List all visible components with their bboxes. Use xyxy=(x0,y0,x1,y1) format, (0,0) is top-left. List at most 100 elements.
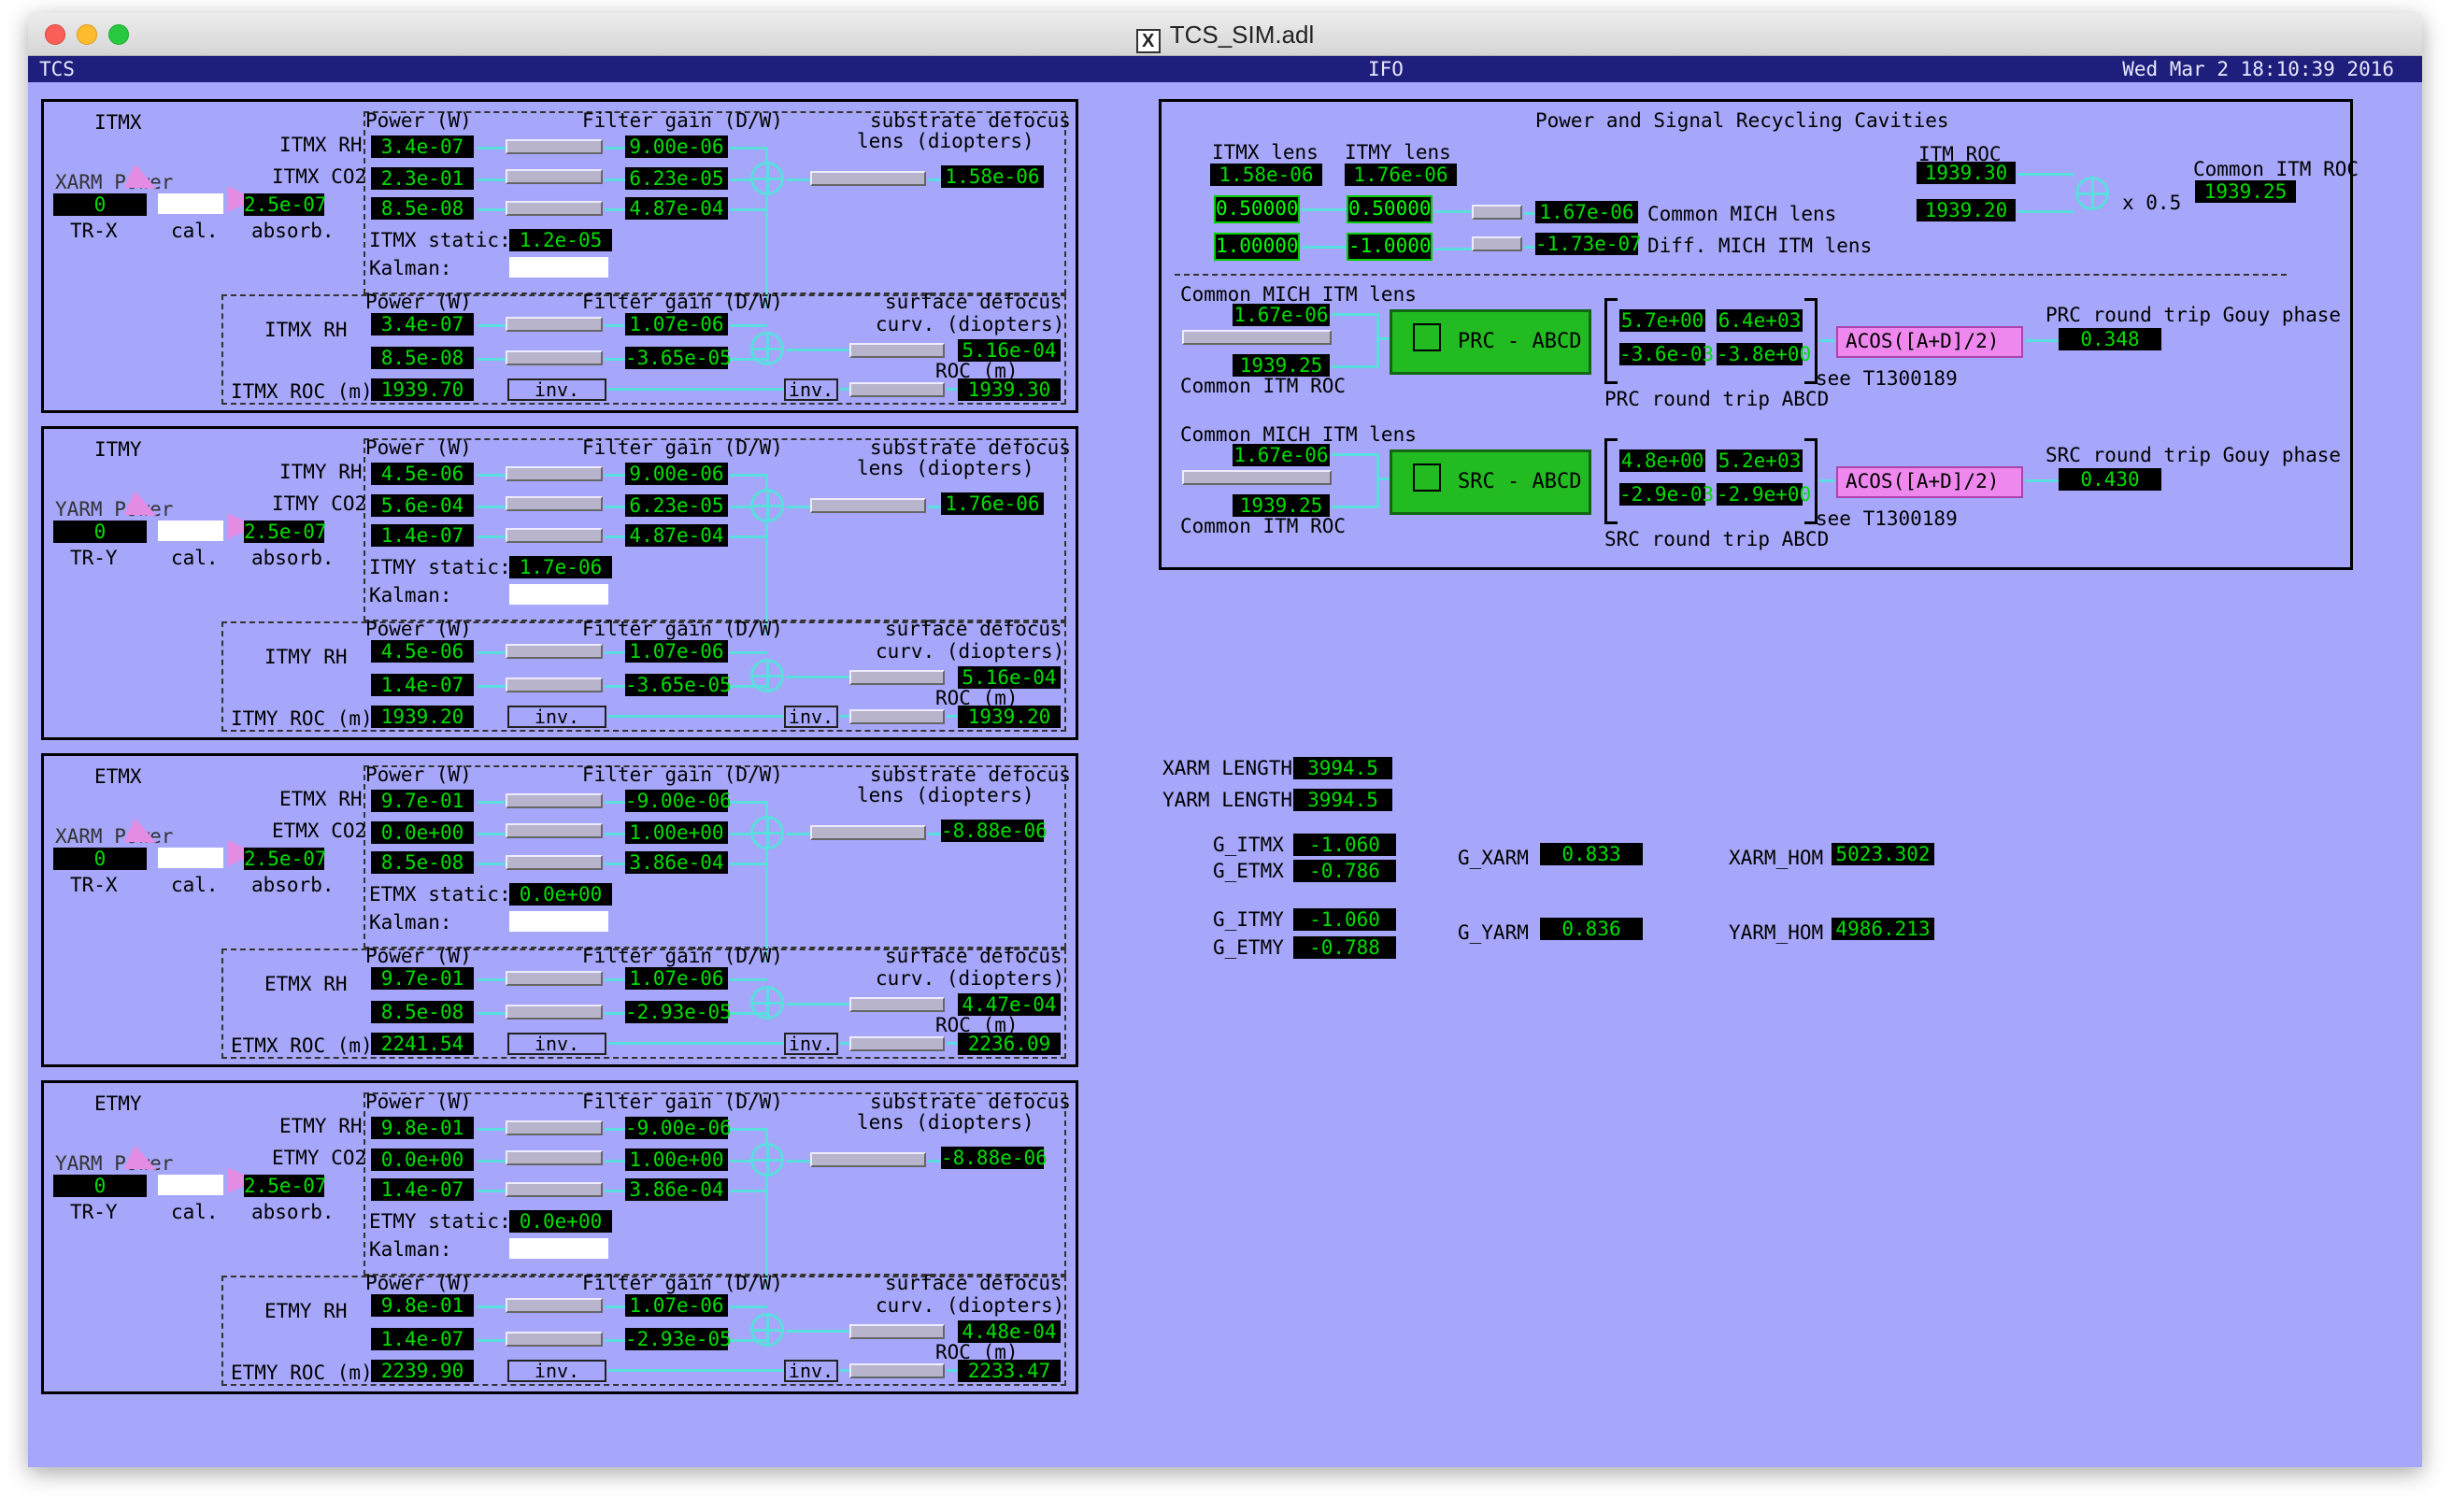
lens-header: lens (diopters) xyxy=(857,457,1034,479)
kalman-input[interactable] xyxy=(509,911,608,932)
itmx-diff-input[interactable]: 1.00000 xyxy=(1214,233,1300,261)
signal-wire xyxy=(1376,478,1390,480)
roc-filter-button[interactable] xyxy=(849,382,945,397)
surface-abs-gain-readout: -3.65e-05 xyxy=(625,347,732,369)
invert-button[interactable]: inv. xyxy=(507,1360,606,1382)
invert-button[interactable]: inv. xyxy=(507,1033,606,1055)
surface-rh-filter-button[interactable] xyxy=(506,971,603,986)
surface-abs-filter-button[interactable] xyxy=(506,350,603,365)
cal-input[interactable] xyxy=(158,1175,223,1195)
prc-abcd-button[interactable]: PRC - ABCD xyxy=(1390,309,1591,375)
itmy-weight-input[interactable]: 0.50000 xyxy=(1347,195,1433,223)
surface-abs-power-readout: 8.5e-08 xyxy=(371,1001,474,1023)
surface-abs-filter-button[interactable] xyxy=(506,1332,603,1347)
signal-wire xyxy=(478,651,506,654)
xarm-length-readout: 3994.5 xyxy=(1293,757,1392,779)
roc-filter-button[interactable] xyxy=(849,1036,945,1051)
rh-filter-button[interactable] xyxy=(506,793,603,808)
invert-output-button[interactable]: inv. xyxy=(784,378,838,401)
signal-wire xyxy=(605,685,625,688)
invert-button[interactable]: inv. xyxy=(507,378,606,401)
curv-filter-button[interactable] xyxy=(849,343,945,358)
kalman-input[interactable] xyxy=(509,257,608,278)
summing-junction-icon xyxy=(750,162,784,195)
surface-rh-filter-button[interactable] xyxy=(506,317,603,332)
roc-filter-button[interactable] xyxy=(849,709,945,724)
itm-roc-x-readout: 1939.30 xyxy=(1917,162,2016,184)
prc-lens-filter-button[interactable] xyxy=(1182,330,1332,345)
surface-rh-filter-button[interactable] xyxy=(506,644,603,659)
co2-label: ETMX CO2 xyxy=(272,820,367,842)
abs-filter-button[interactable] xyxy=(506,201,603,216)
close-button[interactable] xyxy=(45,24,65,45)
surface-subpanel xyxy=(221,621,1066,732)
co2-filter-button[interactable] xyxy=(506,1150,603,1165)
signal-wire xyxy=(1332,506,1378,508)
itmy-diff-input[interactable]: -1.0000 xyxy=(1347,233,1433,261)
abs-filter-button[interactable] xyxy=(506,528,603,543)
rh-filter-button[interactable] xyxy=(506,1120,603,1135)
curv-filter-button[interactable] xyxy=(849,997,945,1012)
roc-readout: 2233.47 xyxy=(958,1360,1061,1382)
signal-wire xyxy=(1302,208,1347,211)
cal-label: cal. xyxy=(171,874,219,896)
kalman-input[interactable] xyxy=(509,1238,608,1259)
static-lens-readout: 1.7e-06 xyxy=(509,556,612,578)
curv-filter-button[interactable] xyxy=(849,1324,945,1339)
rh-filter-button[interactable] xyxy=(506,139,603,154)
zoom-button[interactable] xyxy=(108,24,129,45)
summing-junction-icon xyxy=(750,332,784,365)
signal-wire xyxy=(605,1128,625,1131)
matrix-bracket-left xyxy=(1604,438,1618,524)
cal-input[interactable] xyxy=(158,521,223,541)
co2-filter-button[interactable] xyxy=(506,496,603,511)
co2-filter-button[interactable] xyxy=(506,823,603,838)
curv-readout: 4.47e-04 xyxy=(958,993,1061,1016)
src-lens-filter-button[interactable] xyxy=(1182,470,1332,485)
cal-input[interactable] xyxy=(158,848,223,868)
co2-filter-button[interactable] xyxy=(506,169,603,184)
roc-filter-button[interactable] xyxy=(849,1363,945,1378)
surface-subpanel xyxy=(221,949,1066,1059)
invert-output-button[interactable]: inv. xyxy=(784,1033,838,1055)
itmx-lens-label: ITMX lens xyxy=(1212,141,1319,164)
surface-abs-filter-button[interactable] xyxy=(506,678,603,692)
abs-filter-button[interactable] xyxy=(506,1182,603,1197)
prc-acos-button[interactable]: ACOS([A+D]/2) xyxy=(1836,326,2023,358)
mich-sum-button[interactable] xyxy=(1472,205,1522,220)
curv-header: curv. (diopters) xyxy=(876,313,1065,335)
signal-wire xyxy=(840,715,849,718)
co2-gain-readout: 6.23e-05 xyxy=(625,494,728,517)
signal-wire xyxy=(786,349,849,351)
minimize-button[interactable] xyxy=(77,24,97,45)
arm-power-readout: 0 xyxy=(53,193,147,216)
surface-abs-filter-button[interactable] xyxy=(506,1005,603,1020)
surface-rh-filter-button[interactable] xyxy=(506,1298,603,1313)
prc-matrix-b: 6.4e+03 xyxy=(1717,309,1803,332)
cal-input[interactable] xyxy=(158,193,223,214)
surface-abs-power-readout: 8.5e-08 xyxy=(371,347,474,369)
signal-wire xyxy=(730,535,767,538)
signal-wire xyxy=(730,208,767,211)
rh-filter-button[interactable] xyxy=(506,466,603,481)
curv-filter-button[interactable] xyxy=(849,670,945,685)
acos-label: ACOS([A+D]/2) xyxy=(1846,470,2000,492)
invert-output-button[interactable]: inv. xyxy=(784,1360,838,1382)
lens-filter-button[interactable] xyxy=(810,171,926,186)
lens-filter-button[interactable] xyxy=(810,825,926,840)
signal-wire xyxy=(765,849,768,962)
invert-output-button[interactable]: inv. xyxy=(784,706,838,728)
transmission-label: TR-Y xyxy=(70,547,118,569)
diff-sum-button[interactable] xyxy=(1472,236,1522,251)
abs-filter-button[interactable] xyxy=(506,855,603,870)
g-itmx-readout: -1.060 xyxy=(1293,834,1396,856)
src-acos-button[interactable]: ACOS([A+D]/2) xyxy=(1836,466,2023,498)
rh-gain-readout: 9.00e-06 xyxy=(625,463,728,485)
src-abcd-button[interactable]: SRC - ABCD xyxy=(1390,449,1591,515)
kalman-input[interactable] xyxy=(509,584,608,605)
invert-button[interactable]: inv. xyxy=(507,706,606,728)
lens-filter-button[interactable] xyxy=(810,1152,926,1167)
lens-filter-button[interactable] xyxy=(810,498,926,513)
itmx-weight-input[interactable]: 0.50000 xyxy=(1214,195,1300,223)
